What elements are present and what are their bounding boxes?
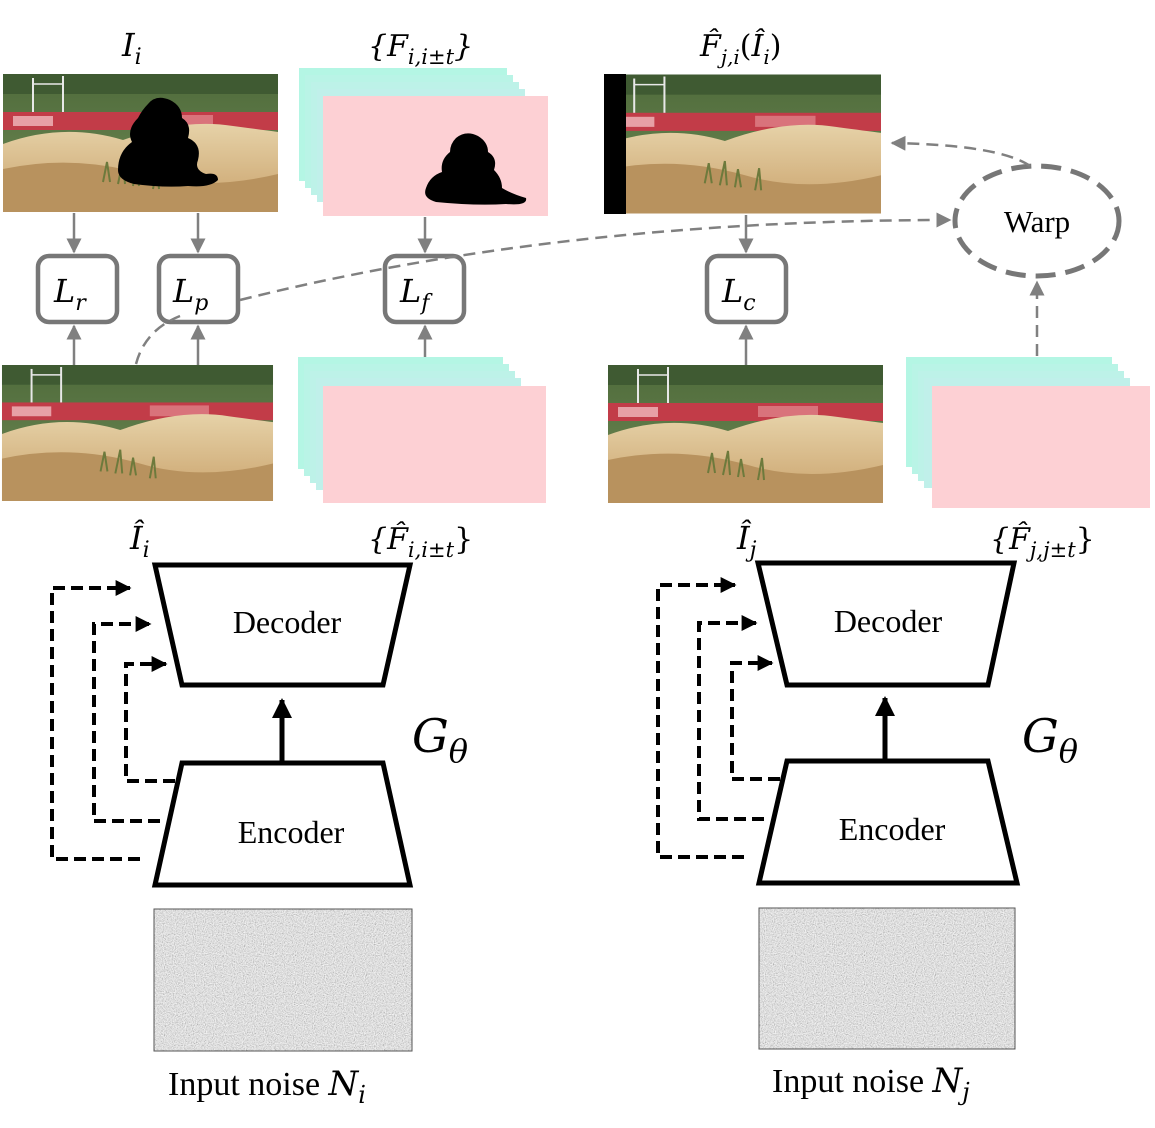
output-flow-label-right: {F̂j,j±t} — [990, 522, 1095, 562]
output-frame-label-right: Îj — [736, 519, 757, 563]
decoder-block-right — [754, 560, 1018, 688]
warped-frame-label: F̂j,i(Îi) — [699, 28, 782, 69]
generator-right: Decoder Encoder Gθ Input noise Nj — [656, 560, 1078, 1106]
flow-stack-bottom-right — [906, 357, 1150, 508]
target-frame-label: Ii — [121, 26, 142, 70]
encoder-block-right — [755, 758, 1021, 886]
encoder-label-left: Encoder — [238, 814, 345, 850]
decoder-block-left — [151, 562, 414, 688]
svg-text:Lp: Lp — [172, 272, 208, 316]
decoder-label-right: Decoder — [834, 603, 943, 639]
warped-frame-image — [604, 74, 881, 214]
generator-left: Decoder Encoder Gθ Input noise Ni — [50, 562, 468, 1109]
loss-box-p: Lp — [156, 253, 241, 325]
flow-stack-top — [299, 68, 548, 216]
svg-text:Lc: Lc — [721, 272, 756, 316]
noise-label-right: Input noise Nj — [772, 1061, 970, 1106]
loss-box-f: Lf — [382, 253, 467, 325]
noise-image-right — [759, 908, 1015, 1049]
object-mask — [118, 97, 218, 187]
noise-image-left — [154, 909, 412, 1051]
encoder-label-right: Encoder — [839, 811, 946, 847]
generator-label-right: Gθ — [1022, 709, 1078, 770]
connectors — [66, 135, 1045, 365]
encoder-block-left — [151, 760, 414, 888]
decoder-label-left: Decoder — [233, 604, 342, 640]
output-frame-image-right — [607, 365, 884, 503]
warp-node: Warp — [952, 163, 1122, 279]
output-frame-label-left: Îi — [129, 519, 150, 563]
svg-text:Warp: Warp — [1004, 204, 1070, 239]
flow-label: {Fi,i±t} — [368, 29, 473, 69]
svg-text:Lr: Lr — [53, 272, 87, 316]
target-frame-image — [3, 74, 278, 212]
output-flow-label-left: {F̂i,i±t} — [368, 522, 473, 562]
loss-box-r: Lr — [35, 253, 120, 325]
flow-stack-bottom-left — [298, 357, 546, 503]
loss-box-c: Lc — [704, 253, 789, 325]
flow-mask — [425, 133, 527, 205]
noise-label-left: Input noise Ni — [168, 1064, 366, 1109]
output-frame-image-left — [0, 365, 275, 501]
generator-label-left: Gθ — [412, 709, 468, 770]
